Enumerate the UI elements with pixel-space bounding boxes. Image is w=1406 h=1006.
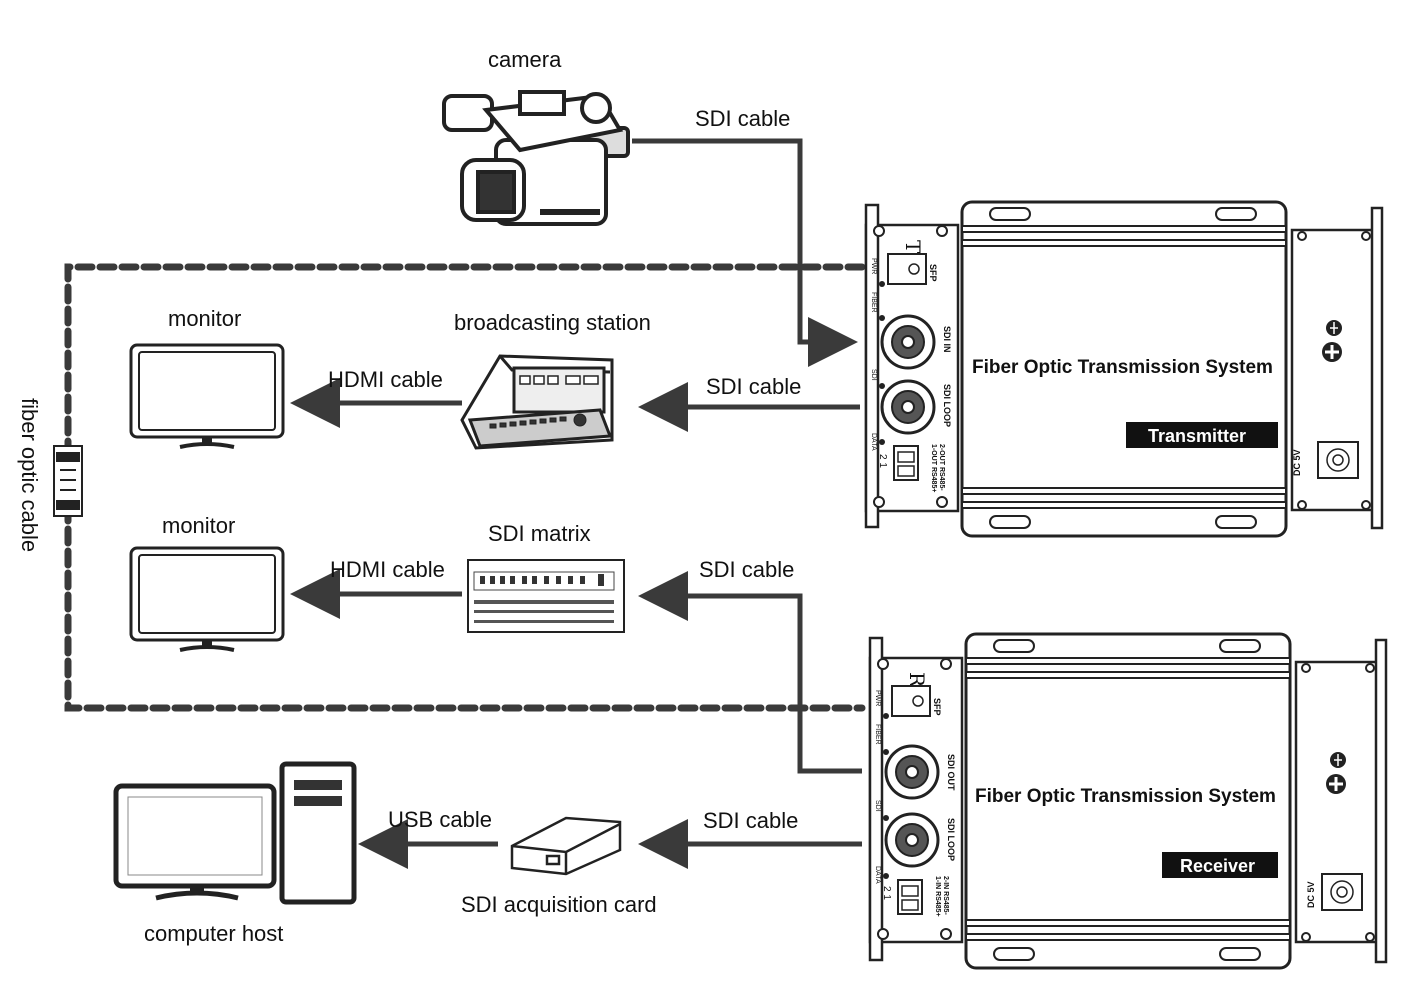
receiver-sdi-out-port — [884, 744, 940, 800]
transmitter-sfp-port — [887, 253, 927, 285]
sdi-acquisition-card-icon — [510, 816, 622, 876]
receiver-sdi-loop-port — [884, 812, 940, 868]
transmitter-device: T SFP PWR FIBER SDI IN SDI SDI LOOP DATA… — [864, 200, 1384, 538]
broadcasting-station-icon — [460, 354, 614, 450]
transmitter-sdi-loop-port — [880, 379, 936, 435]
transmitter-sdi-in-port — [880, 314, 936, 370]
sdi-cable-label-top: SDI cable — [695, 106, 790, 131]
svg-text:DC 5V: DC 5V — [1292, 449, 1302, 476]
svg-text:SDI: SDI — [870, 369, 877, 381]
receiver-device: R SFP PWR FIBER SDI OUT SDI SDI LOOP DAT… — [868, 632, 1388, 970]
receiver-badge — [1162, 852, 1278, 878]
receiver-system-title: Fiber Optic Transmission System — [975, 786, 1276, 807]
broadcasting-station-label: broadcasting station — [454, 310, 651, 335]
receiver-ground-icon — [1330, 752, 1346, 768]
svg-text:PWR: PWR — [874, 690, 881, 706]
svg-text:FIBER: FIBER — [870, 292, 877, 313]
svg-text:SDI LOOP: SDI LOOP — [946, 818, 956, 861]
svg-text:2-OUT RS485-: 2-OUT RS485- — [938, 444, 945, 491]
sdi-matrix-icon — [467, 559, 625, 633]
receiver-to-matrix-line — [638, 571, 862, 774]
transmitter-dc-jack — [1317, 441, 1359, 479]
transmitter-badge — [1126, 422, 1278, 448]
monitor-label-2: monitor — [162, 513, 235, 538]
transmitter-system-title: Fiber Optic Transmission System — [972, 357, 1273, 378]
receiver-power-icon — [1326, 774, 1346, 794]
svg-text:DATA: DATA — [874, 866, 881, 884]
svg-text:2-IN RS485-: 2-IN RS485- — [942, 876, 949, 916]
camera-to-transmitter-line — [632, 138, 858, 367]
monitor-label-1: monitor — [168, 306, 241, 331]
svg-text:1-IN RS485+: 1-IN RS485+ — [934, 876, 941, 917]
receiver-sfp-port — [891, 685, 931, 717]
camera-label: camera — [488, 47, 562, 72]
svg-text:DC 5V: DC 5V — [1306, 881, 1316, 908]
sdi-matrix-label: SDI matrix — [488, 521, 591, 546]
computer-host-icon — [113, 761, 357, 905]
svg-text:1-OUT RS485+: 1-OUT RS485+ — [930, 444, 937, 492]
transmitter-power-icon — [1322, 342, 1342, 362]
svg-text:SDI IN: SDI IN — [942, 326, 952, 353]
sdi-cable-label-4: SDI cable — [703, 808, 798, 833]
svg-text:SDI OUT: SDI OUT — [946, 754, 956, 791]
connection-lines — [290, 138, 862, 869]
svg-text:DATA: DATA — [870, 433, 877, 451]
fiber-optic-cable-label: fiber optic cable — [17, 398, 42, 552]
fiber-optic-loop — [53, 263, 866, 712]
sdi-cable-label-2: SDI cable — [706, 374, 801, 399]
svg-text:PWR: PWR — [870, 258, 877, 274]
transmitter-ground-icon — [1326, 320, 1342, 336]
receiver-dc-jack — [1321, 873, 1363, 911]
sdi-acquisition-card-label: SDI acquisition card — [461, 892, 657, 917]
svg-text:2 1: 2 1 — [881, 886, 892, 900]
svg-text:SDI: SDI — [874, 800, 881, 812]
camera-icon — [442, 90, 630, 226]
monitor-icon-1 — [129, 343, 285, 449]
receiver-badge-label: Receiver — [1180, 856, 1255, 876]
hdmi-cable-label-2: HDMI cable — [330, 557, 445, 582]
transmitter-letter: T — [901, 240, 925, 254]
monitor-icon-2 — [129, 546, 285, 652]
svg-text:SFP: SFP — [932, 698, 942, 716]
svg-text:SFP: SFP — [928, 264, 938, 282]
transmitter-badge-label: Transmitter — [1148, 426, 1246, 446]
svg-text:2 1: 2 1 — [877, 454, 888, 468]
sdi-cable-label-3: SDI cable — [699, 557, 794, 582]
hdmi-cable-label-1: HDMI cable — [328, 367, 443, 392]
computer-host-label: computer host — [144, 921, 283, 946]
receiver-letter: R — [905, 672, 929, 688]
usb-cable-label: USB cable — [388, 807, 492, 832]
fiber-connector-icon — [53, 445, 83, 517]
svg-text:SDI LOOP: SDI LOOP — [942, 384, 952, 427]
svg-text:FIBER: FIBER — [874, 724, 881, 745]
